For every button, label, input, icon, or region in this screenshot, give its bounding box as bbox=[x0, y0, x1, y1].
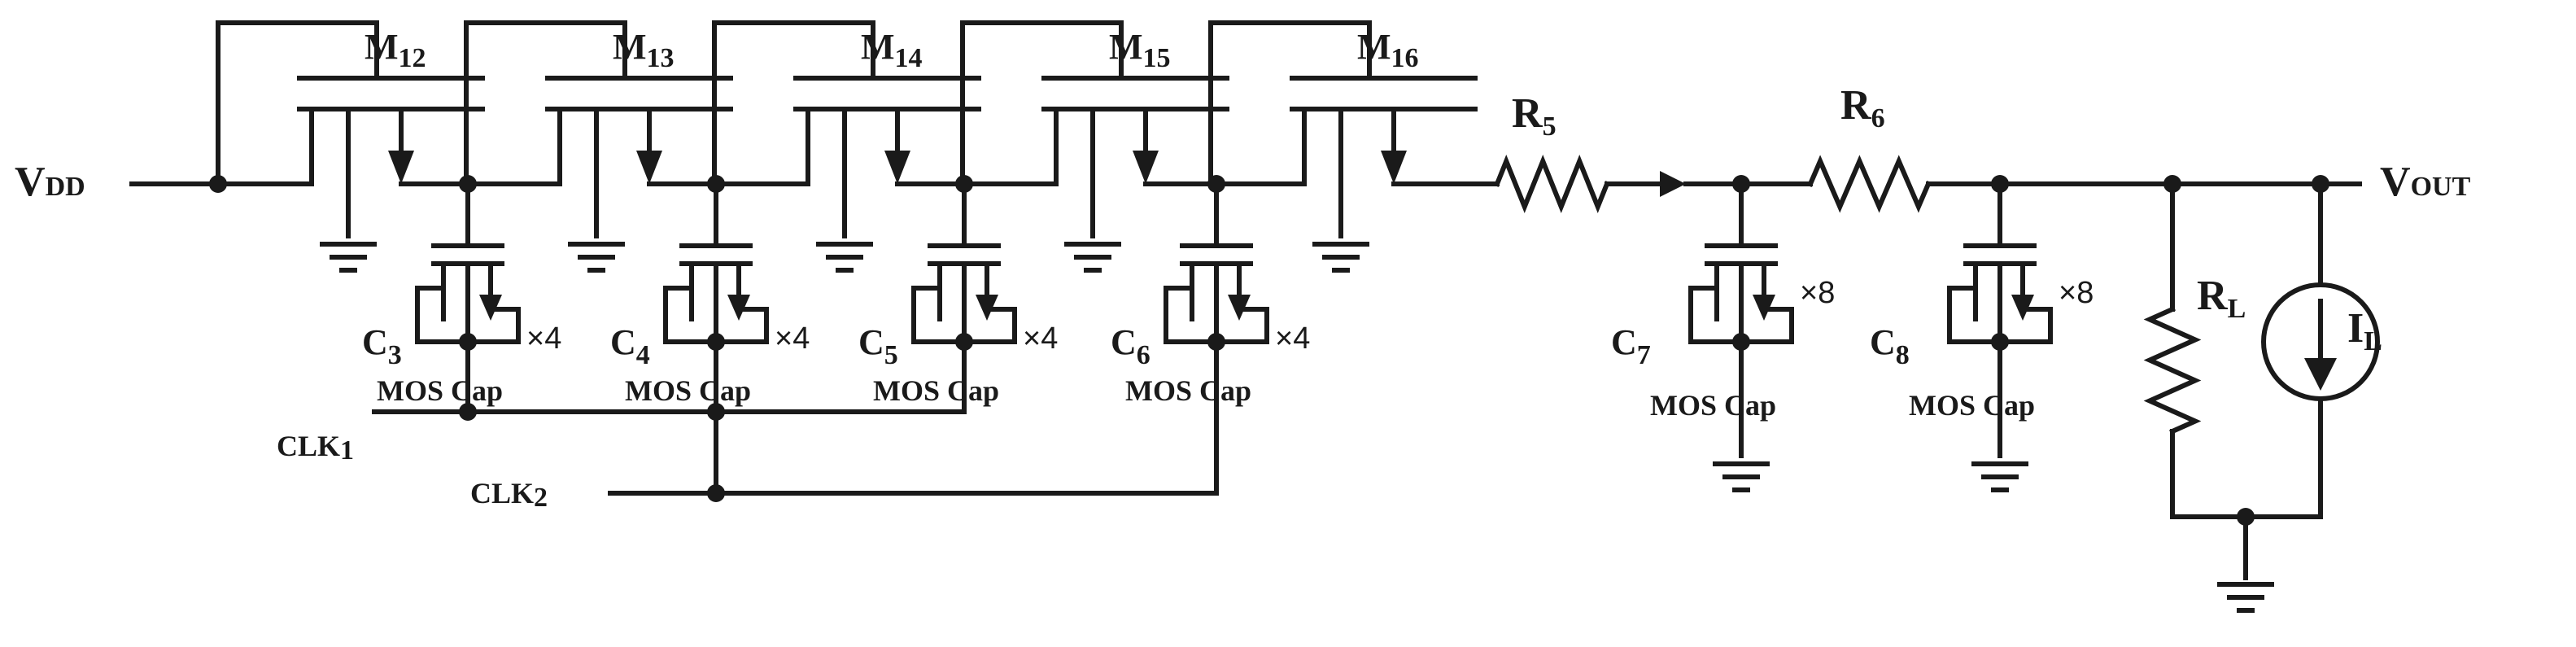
junction-dot bbox=[2312, 175, 2329, 193]
drain-arrow-head bbox=[1133, 151, 1159, 184]
drain-arrow-head bbox=[636, 151, 662, 184]
cap-label-c6: C6 bbox=[1111, 322, 1150, 370]
cap-arrow-head bbox=[976, 295, 998, 321]
cap-multiplier-label: ×4 bbox=[775, 321, 810, 356]
cap-type-label: MOS Cap bbox=[1650, 389, 1776, 422]
il-label: IL bbox=[2347, 305, 2382, 356]
current-source-il bbox=[2261, 282, 2380, 401]
cap-type-label: MOS Cap bbox=[625, 374, 751, 407]
ground-symbol bbox=[1312, 242, 1369, 273]
clk2-label: CLK2 bbox=[470, 477, 548, 513]
cap-arrow-head bbox=[2011, 295, 2034, 321]
cap-label-c3: C3 bbox=[362, 322, 402, 370]
cap-type-label: MOS Cap bbox=[1909, 389, 2035, 422]
circuit-junctions bbox=[209, 175, 2329, 526]
drain-arrow-head bbox=[1381, 151, 1407, 184]
gate-loop-wire bbox=[216, 20, 379, 186]
cap-label-c8: C8 bbox=[1870, 322, 1910, 370]
junction-dot bbox=[2237, 508, 2255, 526]
resistor-r5 bbox=[1494, 154, 1610, 214]
junction-dot bbox=[1207, 175, 1225, 193]
ground-symbol bbox=[1064, 242, 1121, 273]
cap-arrow-head bbox=[1753, 295, 1775, 321]
junction-dot bbox=[1991, 333, 2009, 351]
mos-cap-c3 bbox=[415, 181, 521, 414]
cap-arrow-head bbox=[1228, 295, 1251, 321]
junction-dot bbox=[707, 484, 725, 502]
cap-arrow-head bbox=[727, 295, 750, 321]
transistor-m15 bbox=[960, 20, 1229, 238]
transistor-m16 bbox=[1208, 20, 1478, 238]
transistor-m13 bbox=[464, 20, 733, 238]
cap-label-c5: C5 bbox=[858, 322, 898, 370]
junction-dot bbox=[1732, 333, 1750, 351]
ground-symbol bbox=[1971, 461, 2028, 492]
circuit-components bbox=[216, 20, 2380, 613]
junction-dot bbox=[2163, 175, 2181, 193]
ground-symbol bbox=[1713, 461, 1770, 492]
cap-multiplier-label: ×4 bbox=[526, 321, 561, 356]
gate-loop-wire bbox=[464, 20, 627, 186]
cap-multiplier-label: ×4 bbox=[1023, 321, 1058, 356]
r5-label: R5 bbox=[1512, 90, 1557, 142]
gate-loop-wire bbox=[960, 20, 1124, 186]
junction-dot bbox=[955, 333, 973, 351]
junction-dot bbox=[707, 403, 725, 421]
transistor-label-m12: M12 bbox=[365, 27, 426, 73]
cap-label-c7: C7 bbox=[1611, 322, 1651, 370]
ground-symbol bbox=[320, 242, 377, 273]
cap-multiplier-label: ×4 bbox=[1275, 321, 1310, 356]
vout-label: VOUT bbox=[2380, 159, 2471, 205]
transistor-label-m16: M16 bbox=[1357, 27, 1419, 73]
transistor-labels: M12 M13 M14 M15 M16 bbox=[365, 27, 1419, 73]
transistor-label-m13: M13 bbox=[613, 27, 675, 73]
junction-dot bbox=[459, 333, 477, 351]
ground-symbol bbox=[816, 242, 873, 273]
rl-label: RL bbox=[2197, 273, 2246, 324]
r6-label: R6 bbox=[1840, 82, 1885, 133]
drain-arrow-head bbox=[388, 151, 414, 184]
il-arrow-head bbox=[2304, 358, 2337, 391]
transistor-label-m15: M15 bbox=[1109, 27, 1171, 73]
resistor-r6 bbox=[1807, 155, 1932, 213]
vdd-label: VDD bbox=[15, 159, 85, 205]
transistor-m12 bbox=[216, 20, 485, 238]
junction-dot bbox=[459, 175, 477, 193]
cap-type-label: MOS Cap bbox=[873, 374, 999, 407]
gate-loop-wire bbox=[712, 20, 875, 186]
ground-symbol bbox=[2217, 582, 2274, 613]
junction-dot bbox=[707, 333, 725, 351]
resistor-rl bbox=[2143, 306, 2202, 435]
cap-type-label: MOS Cap bbox=[1125, 374, 1251, 407]
clk1-label: CLK1 bbox=[277, 430, 354, 466]
cap-label-c4: C4 bbox=[610, 322, 650, 370]
junction-dot bbox=[955, 175, 973, 193]
drain-arrow-head bbox=[884, 151, 910, 184]
cap-type-label: MOS Cap bbox=[377, 374, 503, 407]
gate-loop-wire bbox=[1208, 20, 1372, 186]
junction-dot bbox=[1732, 175, 1750, 193]
junction-dot bbox=[1207, 333, 1225, 351]
ground-symbol bbox=[568, 242, 625, 273]
junction-dot bbox=[707, 175, 725, 193]
transistor-label-m14: M14 bbox=[861, 27, 923, 73]
cap-multiplier-label: ×8 bbox=[2059, 276, 2094, 310]
current-arrow-head bbox=[1660, 171, 1686, 197]
cap-arrow-head bbox=[479, 295, 502, 321]
transistor-m14 bbox=[712, 20, 981, 238]
junction-dot bbox=[459, 403, 477, 421]
cap-multiplier-label: ×8 bbox=[1800, 276, 1835, 310]
junction-dot bbox=[1991, 175, 2009, 193]
junction-dot bbox=[209, 175, 227, 193]
